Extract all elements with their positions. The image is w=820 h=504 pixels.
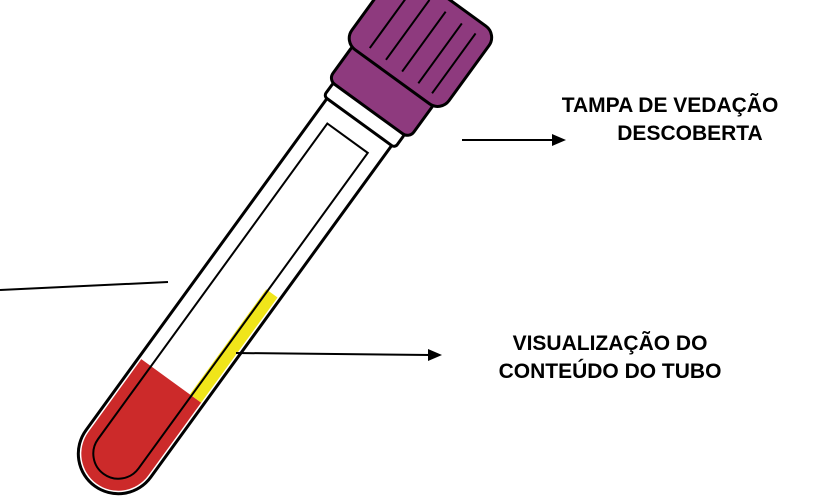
glass-pointer-line [0,281,169,291]
cap-ridge [368,0,415,49]
cap-label-line1: TAMPA DE VEDAÇÃO [561,94,779,117]
cap-top [347,0,494,108]
content-label-line1: VISUALIZAÇÃO DO [512,332,708,355]
tube-cap [329,0,494,137]
blood-collection-tube [76,0,494,496]
cap-label-line2: DESCOBERTA [617,122,763,145]
content-arrow-head [428,349,442,361]
content-arrow-line [235,352,431,356]
cap-ridge [401,11,447,73]
cap-ridge [385,0,431,61]
blood-layer [81,359,202,491]
content-label: VISUALIZAÇÃO DO CONTEÚDO DO TUBO [460,330,760,386]
content-label-line2: CONTEÚDO DO TUBO [498,360,722,383]
cap-ridge [417,22,463,84]
cap-label: TAMPA DE VEDAÇÃO DESCOBERTA [520,92,820,148]
cap-arrow-head [552,134,566,146]
tube-inner-wall [92,122,370,480]
serum-layer [189,289,278,403]
cap-ridge [431,32,477,94]
